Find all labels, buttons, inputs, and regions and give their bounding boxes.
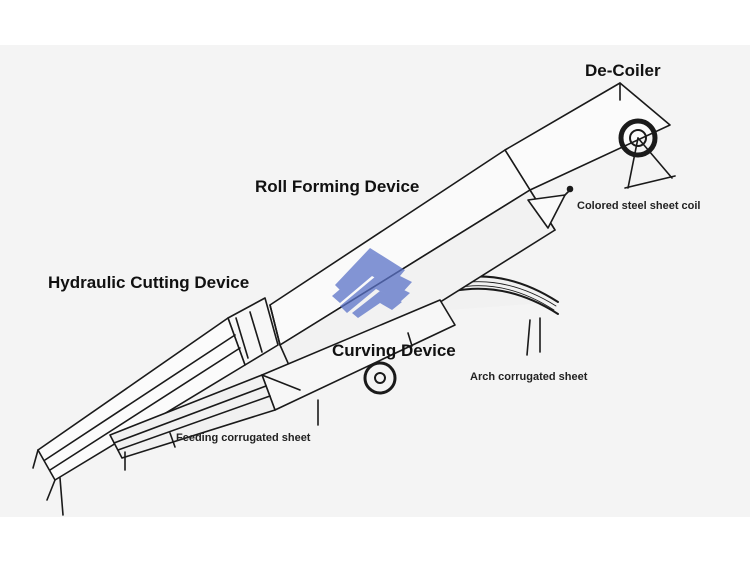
label-hydraulic-cutting: Hydraulic Cutting Device (48, 273, 249, 292)
label-decoiler: De-Coiler (585, 61, 661, 80)
label-roll-forming: Roll Forming Device (255, 177, 419, 196)
watermark-logo-icon (332, 248, 412, 318)
labels: De-Coiler Roll Forming Device Colored st… (48, 61, 700, 444)
coil-wheel (618, 118, 676, 189)
label-arch-sheet: Arch corrugated sheet (470, 371, 588, 383)
label-curving: Curving Device (332, 341, 456, 360)
label-colored-coil: Colored steel sheet coil (577, 200, 700, 212)
feeding-sheet-drawing (109, 374, 276, 471)
label-feeding-sheet: Feeding corrugated sheet (176, 432, 311, 444)
wheel (363, 361, 397, 395)
hydraulic-cutter (32, 297, 279, 516)
